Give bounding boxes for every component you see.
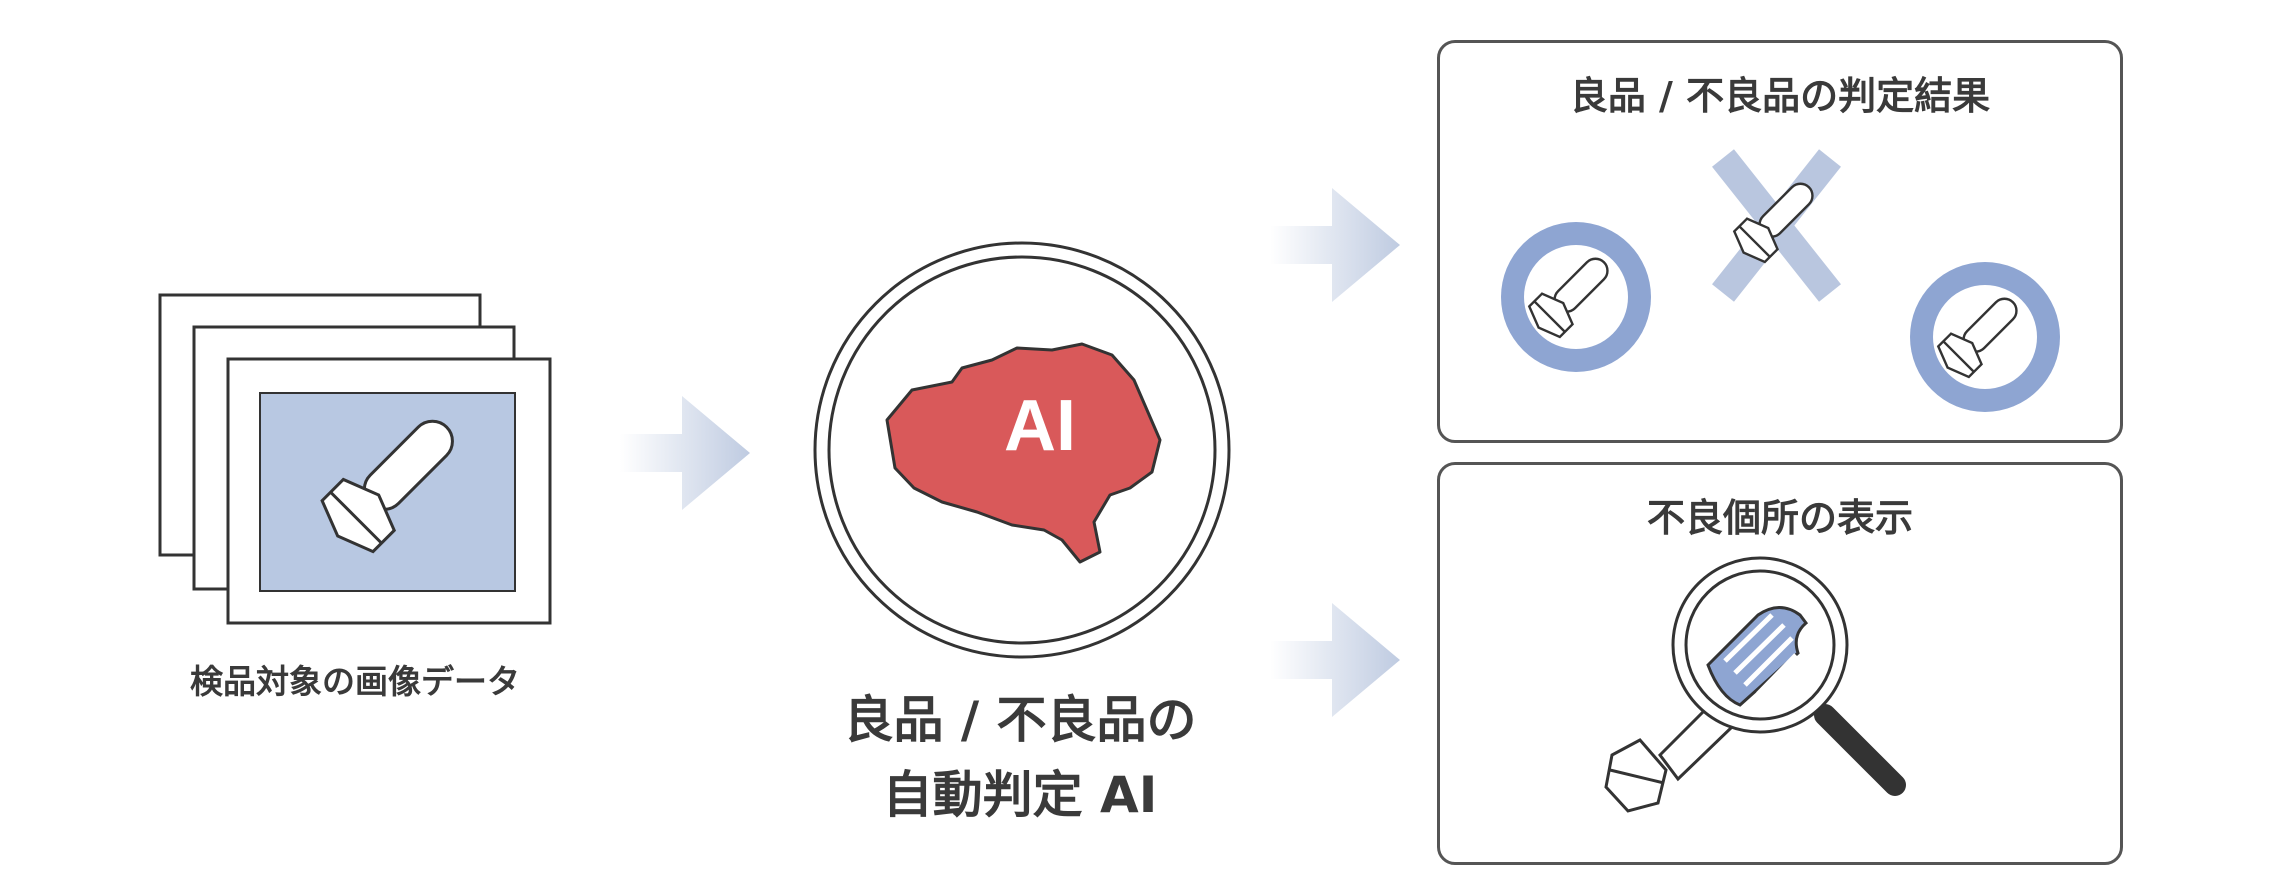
- ai-badge: AI: [1004, 386, 1076, 466]
- defects-panel: 不良個所の表示: [1437, 462, 2123, 865]
- arrow-to-ai: [620, 396, 750, 510]
- defect-highlight: [1706, 606, 1809, 707]
- results-illustration: [1501, 149, 2060, 412]
- input-image-stack: [158, 293, 552, 625]
- good-bolt-marker: [1501, 222, 1651, 372]
- defects-title: 不良個所の表示: [1646, 496, 1913, 540]
- results-panel: 良品 / 不良品の判定結果: [1437, 40, 2123, 443]
- defects-illustration: [1604, 556, 1906, 813]
- rejected-bolt-marker: [1712, 149, 1841, 302]
- bolt-icon: [320, 419, 454, 554]
- arrow-to-defects: [1270, 603, 1400, 717]
- ai-engine: [813, 241, 1231, 659]
- ai-title-line1: 良品 / 不良品の: [843, 691, 1197, 749]
- input-label: 検品対象の画像データ: [190, 662, 520, 701]
- ai-title-line2: 自動判定 AI: [882, 766, 1158, 824]
- good-bolt-marker: [1910, 262, 2060, 412]
- results-title: 良品 / 不良品の判定結果: [1569, 74, 1991, 118]
- bolt-icon: [1604, 702, 1735, 813]
- arrow-to-results: [1270, 188, 1400, 302]
- brain-icon: [885, 342, 1162, 564]
- magnifier-icon: [1671, 556, 1849, 734]
